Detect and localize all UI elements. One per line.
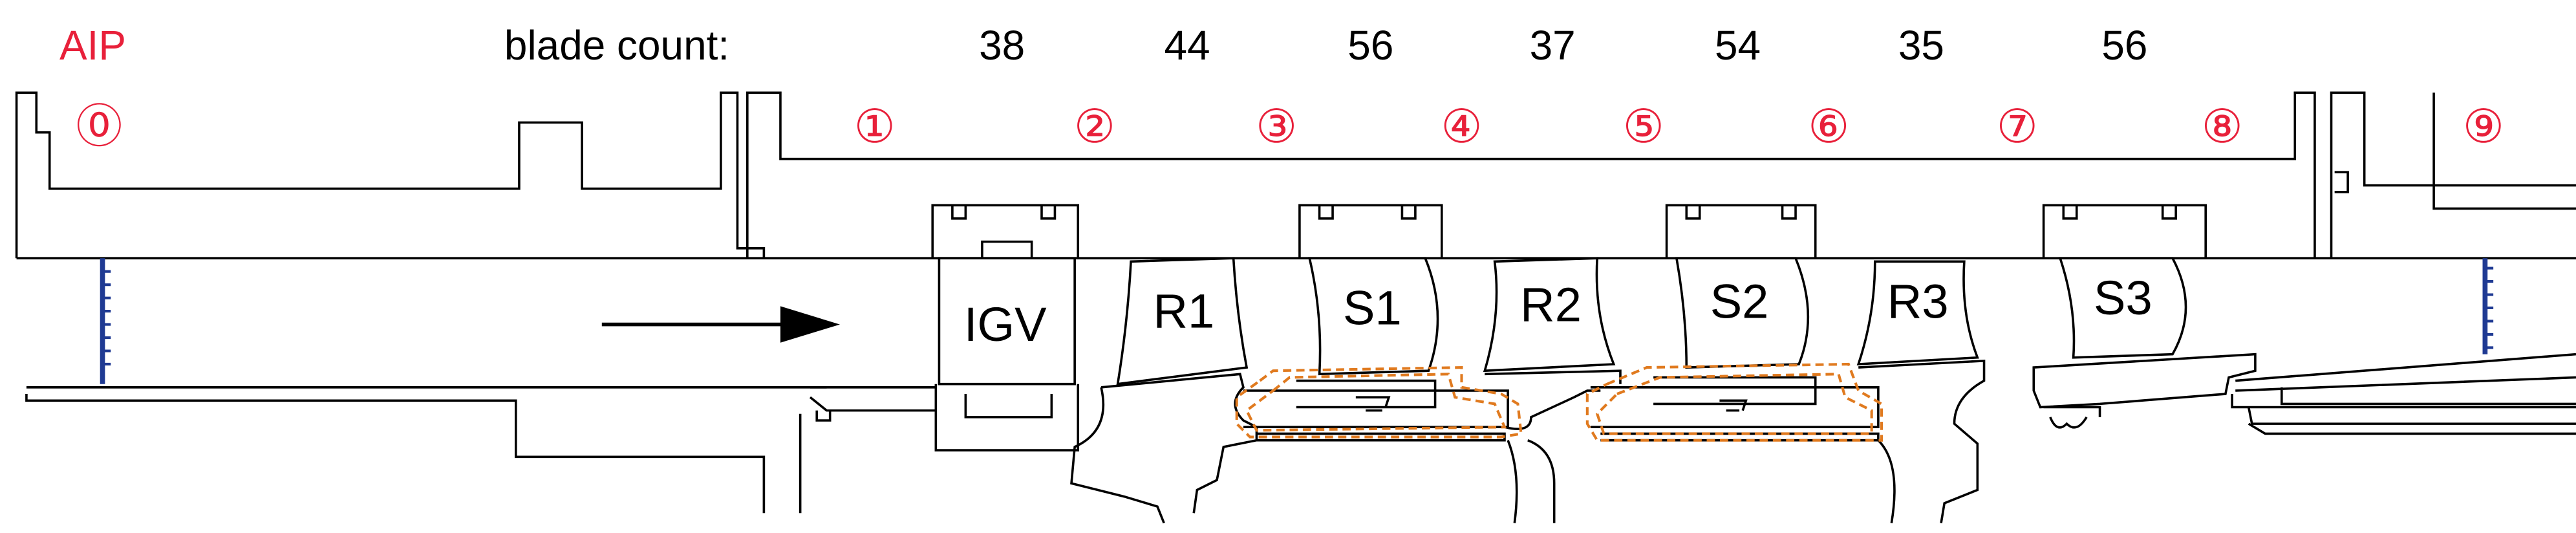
blade-count-r3: 35 bbox=[1898, 22, 1944, 69]
flow-direction-arrow bbox=[601, 306, 841, 343]
hub-igv-platform bbox=[809, 386, 936, 422]
r3-blade bbox=[1856, 260, 1979, 365]
igv-blade bbox=[938, 240, 1076, 386]
station-5: ⑤ bbox=[1623, 101, 1664, 153]
hub-outlet-shaft bbox=[2231, 353, 2576, 435]
aip-label: AIP bbox=[59, 22, 126, 69]
blade-count-s2: 54 bbox=[1715, 22, 1761, 69]
station-6: ⑥ bbox=[1808, 101, 1849, 153]
station-7: ⑦ bbox=[1997, 101, 2038, 153]
station-4: ④ bbox=[1441, 101, 1482, 153]
blade-count-s1: 56 bbox=[1347, 22, 1393, 69]
s1-blade bbox=[1307, 257, 1439, 376]
compressor-casing-outline bbox=[746, 91, 2316, 259]
igv-carrier bbox=[931, 204, 1080, 259]
row-label-r2: R2 bbox=[1520, 277, 1582, 331]
blade-count-s3: 56 bbox=[2101, 22, 2147, 69]
s2-seal-inner bbox=[1595, 373, 1873, 435]
s3-carrier bbox=[2042, 204, 2207, 259]
s1-seal-inner bbox=[1245, 373, 1507, 432]
blade-count-r1: 44 bbox=[1164, 22, 1210, 69]
row-label-s1: S1 bbox=[1343, 281, 1402, 335]
station-1: ① bbox=[854, 101, 896, 153]
inlet-casing-outline bbox=[15, 91, 766, 259]
row-label-s2: S2 bbox=[1710, 274, 1769, 328]
blade-count-r2: 37 bbox=[1530, 22, 1576, 69]
station-8: ⑧ bbox=[2202, 101, 2243, 153]
s3-blade bbox=[2058, 257, 2187, 359]
blade-count-label: blade count: bbox=[504, 22, 729, 69]
station-2: ② bbox=[1074, 101, 1115, 153]
s1-seal-outline bbox=[1235, 366, 1523, 439]
s2-blade bbox=[1675, 257, 1810, 369]
blade-count-igv: 38 bbox=[979, 22, 1025, 69]
row-label-igv: IGV bbox=[964, 298, 1047, 351]
s2-carrier bbox=[1665, 204, 1817, 259]
hub-inlet-line bbox=[25, 386, 827, 514]
r1-blade bbox=[1116, 257, 1249, 386]
station-9: ⑨ bbox=[2463, 101, 2504, 153]
outlet-casing-outline bbox=[2330, 91, 2576, 259]
outlet-casing-flange bbox=[2334, 92, 2576, 210]
r2-blade bbox=[1483, 257, 1616, 373]
station-0: ⓪ bbox=[76, 101, 123, 153]
hub-r3-disk bbox=[1858, 359, 1986, 523]
row-label-r3: R3 bbox=[1887, 274, 1949, 328]
probe-rake-icon bbox=[2482, 258, 2494, 354]
station-3: ③ bbox=[1256, 101, 1297, 153]
hub-r2-disk bbox=[1485, 369, 1622, 523]
s1-carrier bbox=[1298, 204, 1443, 259]
row-label-s3: S3 bbox=[2094, 271, 2152, 325]
probe-rake-icon bbox=[100, 258, 111, 384]
row-label-r1: R1 bbox=[1154, 285, 1215, 338]
hub-s3-platform bbox=[2032, 353, 2257, 429]
igv-root bbox=[934, 384, 1080, 451]
s2-seal-outline bbox=[1585, 362, 1884, 442]
hub-s2-platform bbox=[1590, 376, 1880, 442]
hub-r1-disk bbox=[1070, 373, 1258, 524]
